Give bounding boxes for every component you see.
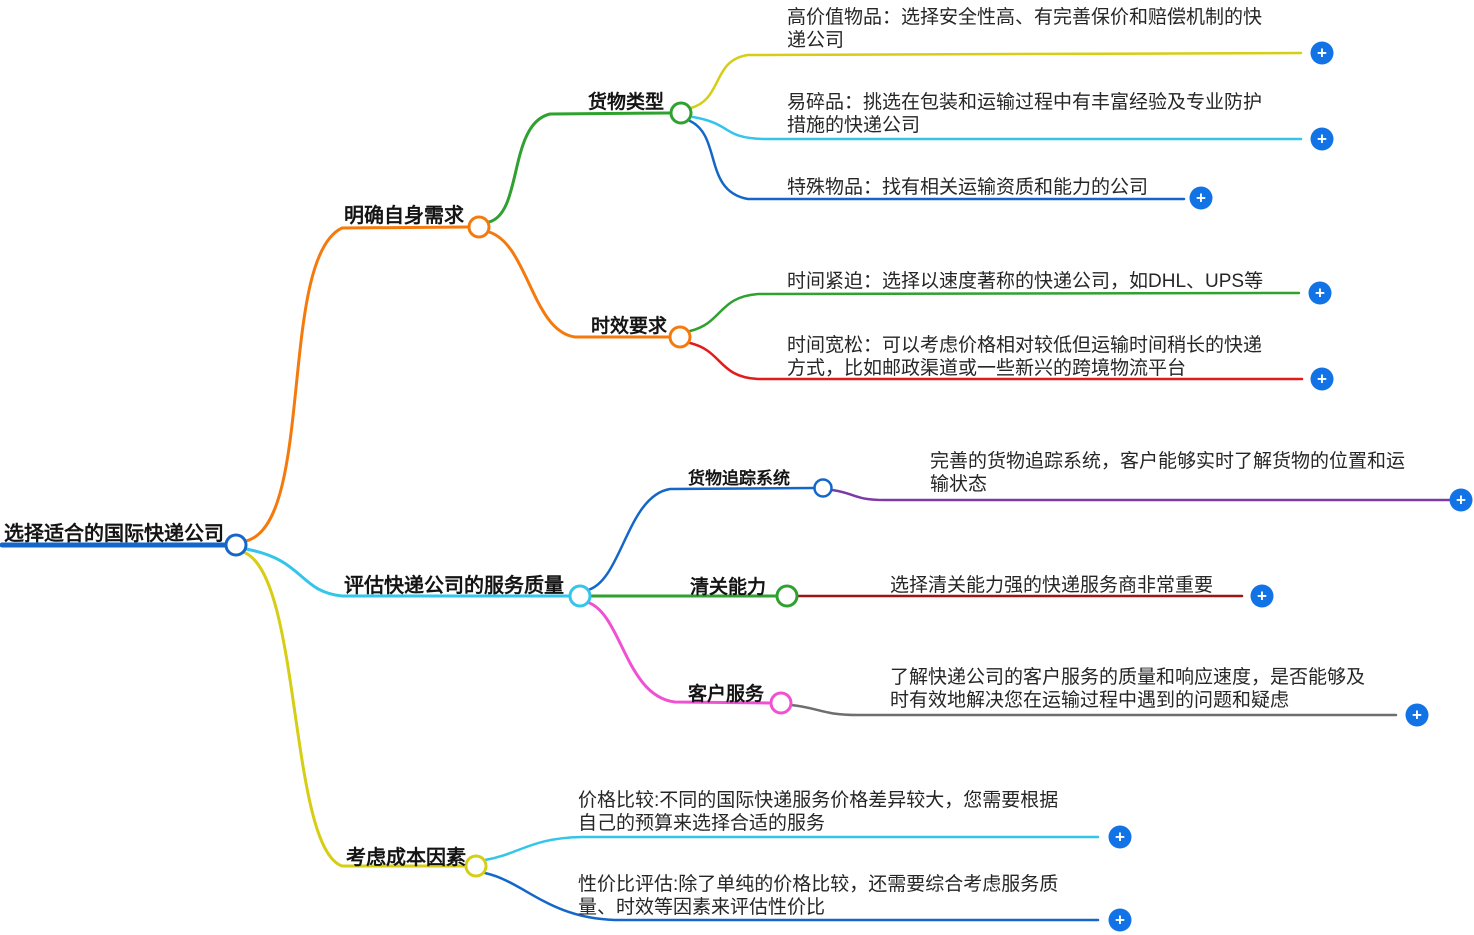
add-button-fragile[interactable]: + — [1310, 127, 1334, 151]
child-label-customs[interactable]: 清关能力 — [690, 577, 767, 598]
node-circle-service-quality[interactable] — [568, 584, 592, 608]
node-circle-root[interactable] — [224, 533, 248, 557]
branch-line-customer-service — [585, 600, 771, 705]
child-label-timeliness[interactable]: 时效要求 — [591, 316, 668, 337]
leaf-line-fragile — [691, 115, 1303, 141]
child-label-customer-service[interactable]: 客户服务 — [688, 684, 765, 705]
leaf-customer-service: 了解快递公司的客户服务的质量和响应速度，是否能够及时有效地解决您在运输过程中遇到… — [890, 667, 1366, 711]
node-circle-timeliness[interactable] — [668, 325, 692, 349]
node-circle-customs[interactable] — [775, 584, 799, 608]
node-circle-needs[interactable] — [467, 215, 491, 239]
leaf-relaxed: 时间宽松：可以考虑价格相对较低但运输时间稍长的快递方式，比如邮政渠道或一些新兴的… — [787, 335, 1263, 379]
add-button-high-value[interactable]: + — [1310, 41, 1334, 65]
leaf-line-value-assess — [483, 871, 1100, 922]
leaf-high-value: 高价值物品：选择安全性高、有完善保价和赔偿机制的快递公司 — [787, 7, 1263, 51]
child-label-tracking[interactable]: 货物追踪系统 — [688, 469, 790, 488]
add-button-urgent[interactable]: + — [1308, 281, 1332, 305]
child-label-cargo-type[interactable]: 货物类型 — [588, 92, 665, 113]
add-button-relaxed[interactable]: + — [1310, 367, 1334, 391]
leaf-line-relaxed — [688, 341, 1304, 381]
leaf-price-compare: 价格比较:不同的国际快递服务价格差异较大，您需要根据自己的预算来选择合适的服务 — [578, 790, 1059, 834]
node-circle-tracking[interactable] — [813, 478, 833, 498]
leaf-line-customer-service — [789, 703, 1398, 717]
add-button-price-compare[interactable]: + — [1108, 825, 1132, 849]
branch-label-cost[interactable]: 考虑成本因素 — [346, 847, 466, 869]
leaf-line-price-compare — [483, 835, 1100, 862]
branch-line-timeliness — [487, 230, 670, 339]
branch-label-needs[interactable]: 明确自身需求 — [344, 205, 464, 227]
node-circle-cargo-type[interactable] — [669, 101, 693, 125]
add-button-special[interactable]: + — [1189, 186, 1213, 210]
leaf-line-special — [688, 119, 1186, 201]
leaf-urgent: 时间紧迫：选择以速度著称的快递公司，如DHL、UPS等 — [787, 271, 1264, 292]
leaf-value-assess: 性价比评估:除了单纯的价格比较，还需要综合考虑服务质量、时效等因素来评估性价比 — [578, 874, 1059, 918]
node-circle-customer-service[interactable] — [769, 691, 793, 715]
add-button-tracking[interactable]: + — [1449, 488, 1473, 512]
leaf-special: 特殊物品：找有相关运输资质和能力的公司 — [787, 177, 1149, 198]
leaf-line-urgent — [688, 291, 1301, 333]
leaf-line-tracking — [830, 488, 1451, 502]
branch-line-needs — [244, 225, 470, 543]
branch-line-cargo-type — [487, 111, 671, 224]
add-button-value-assess[interactable]: + — [1108, 908, 1132, 932]
add-button-customs[interactable]: + — [1250, 584, 1274, 608]
branch-label-service-quality[interactable]: 评估快递公司的服务质量 — [344, 575, 564, 597]
node-circle-cost[interactable] — [464, 854, 488, 878]
leaf-customs: 选择清关能力强的快递服务商非常重要 — [890, 575, 1214, 596]
branch-line-service-quality — [244, 547, 571, 598]
root-node-label[interactable]: 选择适合的国际快递公司 — [4, 523, 224, 545]
leaf-tracking: 完善的货物追踪系统，客户能够实时了解货物的位置和运输状态 — [930, 451, 1406, 495]
branch-line-tracking — [586, 486, 815, 592]
branch-line-cost — [241, 550, 467, 868]
leaf-line-high-value — [689, 51, 1303, 110]
add-button-customer-service[interactable]: + — [1405, 703, 1429, 727]
leaf-fragile: 易碎品：挑选在包装和运输过程中有丰富经验及专业防护措施的快递公司 — [787, 92, 1263, 136]
